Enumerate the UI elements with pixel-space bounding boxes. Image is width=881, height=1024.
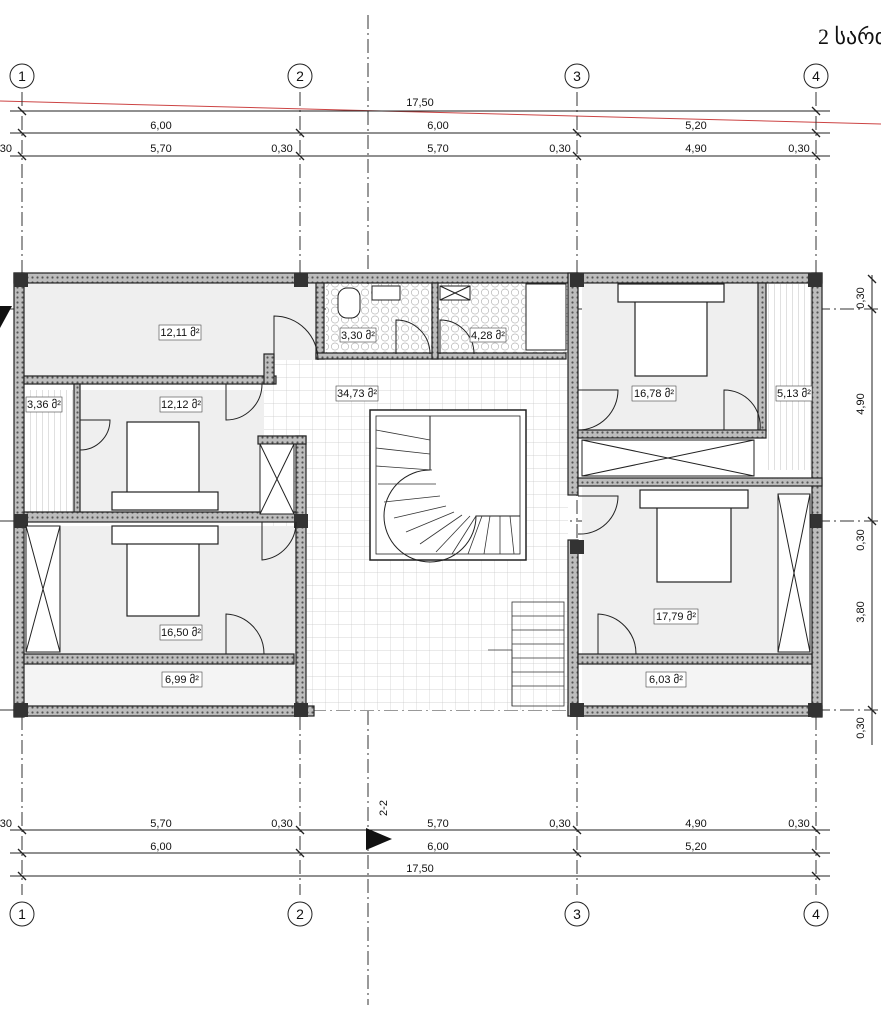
axis-2-bottom: 2 (296, 906, 304, 922)
axis-3-bottom: 3 (573, 906, 581, 922)
dim-bottom-d7: 0,30 (788, 818, 809, 830)
dim-right-3: 0,30 (855, 529, 867, 550)
room-r5-area: 12,12 მ² (161, 398, 201, 411)
axis-3-top: 3 (573, 68, 581, 84)
axis-4-top: 4 (812, 68, 820, 84)
dim-bottom-bay-1: 6,00 (150, 841, 171, 853)
room-r1-area: 12,11 მ² (160, 326, 200, 339)
dim-bottom-d5: 0,30 (549, 818, 570, 830)
dim-right-5: 0,30 (855, 717, 867, 738)
room-r2-area: 3,30 მ² (341, 329, 375, 342)
dim-top-d6: 4,90 (685, 143, 706, 155)
room-r7-area: 16,78 მ² (634, 387, 674, 400)
doors (79, 315, 761, 655)
dim-top-d3: 0,30 (271, 143, 292, 155)
room-r4-area: 3,36 მ² (27, 398, 61, 411)
dim-right-4: 3,80 (855, 601, 867, 622)
dim-top-bay-3: 5,20 (685, 120, 706, 132)
dimensions-bottom: 0,30 5,70 0,30 5,70 0,30 4,90 0,30 6,00 … (0, 818, 830, 881)
room-r8-area: 5,13 მ² (777, 387, 811, 400)
dim-bottom-d6: 4,90 (685, 818, 706, 830)
beds (111, 283, 749, 617)
staircase (369, 409, 565, 707)
sanitary-fixtures (337, 283, 567, 351)
dim-bottom-d1: 0,30 (0, 818, 12, 830)
dim-bottom-bay-3: 5,20 (685, 841, 706, 853)
dim-bottom-overall: 17,50 (406, 863, 434, 875)
columns (14, 273, 822, 717)
room-r6-area: 34,73 მ² (337, 387, 377, 400)
section-label: 2-2 (378, 800, 390, 816)
dim-top-overall: 17,50 (406, 97, 434, 109)
axis-1-bottom: 1 (18, 906, 26, 922)
dim-right-2: 4,90 (855, 393, 867, 414)
dim-bottom-d3: 0,30 (271, 818, 292, 830)
dimensions-top: 17,50 6,00 6,00 5,20 0,30 5,70 0,30 5,70… (0, 97, 830, 161)
section-marker-bottom (366, 828, 392, 850)
room-r12-area: 6,03 მ² (649, 673, 683, 686)
dim-top-d2: 5,70 (150, 143, 171, 155)
wardrobes (25, 439, 811, 653)
dim-top-d7: 0,30 (788, 143, 809, 155)
dimensions-right: 0,30 4,90 0,30 3,80 0,30 (855, 274, 877, 745)
dim-top-d1: 0,30 (0, 143, 12, 155)
dim-top-bay-2: 6,00 (427, 120, 448, 132)
axis-bubbles-top: 1 2 3 4 (9, 63, 829, 89)
dim-bottom-bay-2: 6,00 (427, 841, 448, 853)
axis-2-top: 2 (296, 68, 304, 84)
axis-bubbles-bottom: 1 2 3 4 (9, 901, 829, 927)
section-marker-left (0, 306, 12, 328)
axis-1-top: 1 (18, 68, 26, 84)
dim-bottom-d2: 5,70 (150, 818, 171, 830)
dim-top-d4: 5,70 (427, 143, 448, 155)
reference-line (0, 100, 881, 125)
room-labels: 12,11 მ² 3,30 მ² 4,28 მ² 3,36 მ² 12,12 მ… (25, 324, 813, 688)
dim-top-bay-1: 6,00 (150, 120, 171, 132)
room-r11-area: 17,79 მ² (656, 610, 696, 623)
dim-right-1: 0,30 (855, 287, 867, 308)
dim-top-d5: 0,30 (549, 143, 570, 155)
axis-4-bottom: 4 (812, 906, 820, 922)
room-r3-area: 4,28 მ² (471, 329, 505, 342)
dim-bottom-d4: 5,70 (427, 818, 448, 830)
room-r9-area: 16,50 მ² (161, 626, 201, 639)
floor-title: 2 სართუ (818, 24, 881, 50)
room-r10-area: 6,99 მ² (165, 673, 199, 686)
